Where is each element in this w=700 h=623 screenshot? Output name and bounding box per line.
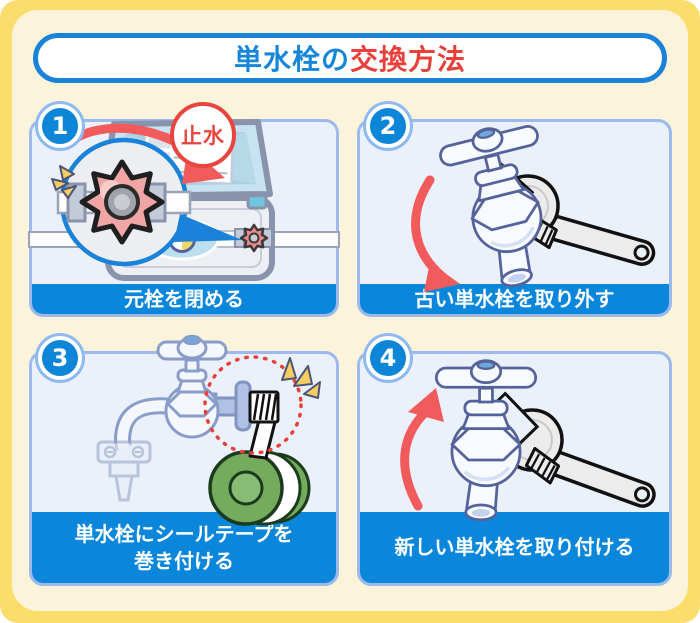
highlight-dashed-circle	[203, 355, 303, 455]
title-prefix: 単水栓の	[233, 43, 350, 76]
title-emphasis: 交換方法	[350, 43, 467, 76]
title-banner: 単水栓の交換方法	[33, 33, 667, 83]
step3-panel: 3 単水栓にシールテープを 巻き付ける	[29, 334, 339, 586]
step3-illustration seal-tape-icon	[96, 334, 321, 526]
sparkle-icon	[51, 165, 77, 199]
step1-caption: 元栓を閉める	[32, 284, 336, 314]
main-valve-handle-icon	[79, 159, 165, 245]
step2-caption: 古い単水栓を取り外す	[360, 284, 669, 314]
step1-panel: 止水 1 元栓を閉める	[28, 102, 340, 317]
sparkle-icon	[281, 357, 321, 399]
faucet-outline-icon	[114, 334, 252, 451]
step3-caption: 単水栓にシールテープを 巻き付ける	[32, 512, 336, 583]
stop-water-badge: 止水	[170, 102, 236, 168]
threaded-end-icon	[248, 390, 280, 424]
step2-number-badge: 2	[366, 104, 410, 148]
step4-panel: 4 新しい単水栓を取り付ける	[357, 336, 672, 586]
step2-panel: 2 古い単水栓を取り外す	[357, 104, 672, 317]
step4-number-badge: 4	[366, 336, 410, 380]
step1-number-badge: 1	[38, 104, 82, 148]
step3-number-badge: 3	[38, 336, 82, 380]
step2-illustration faucet-wrench-icon	[411, 115, 664, 298]
magnifier-pointer	[174, 214, 242, 242]
infographic-board: 単水栓の交換方法	[12, 10, 688, 611]
rotate-clockwise-arrow-icon	[400, 388, 444, 511]
rotate-counterclockwise-arrow-icon	[411, 175, 460, 292]
step4-illustration faucet-wrench-icon	[400, 358, 670, 522]
step4-caption: 新しい単水栓を取り付ける	[360, 512, 669, 583]
small-valve-handle-icon	[239, 223, 269, 253]
spout-coupling-icon	[96, 440, 152, 502]
seal-tape-roll-icon	[208, 414, 311, 526]
